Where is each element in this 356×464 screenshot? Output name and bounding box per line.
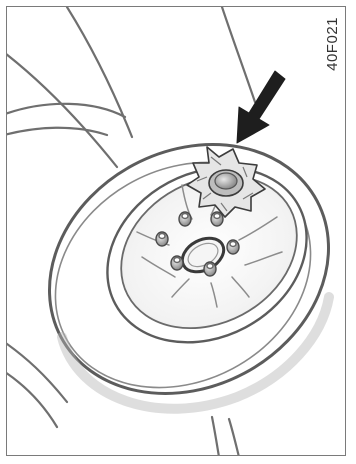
figure-frame: 40F021: [6, 6, 346, 456]
wheel-bolt: [171, 256, 183, 270]
wheel-bolt: [211, 212, 223, 226]
wheel-bolt: [227, 240, 239, 254]
figure-code: 40F021: [324, 17, 341, 71]
wheel-bolt: [179, 212, 191, 226]
indicator-arrow: [237, 71, 285, 143]
wheel-bolt: [204, 262, 216, 276]
spare-wheel-illustration: [7, 7, 346, 456]
wheel-bolt: [156, 232, 168, 246]
